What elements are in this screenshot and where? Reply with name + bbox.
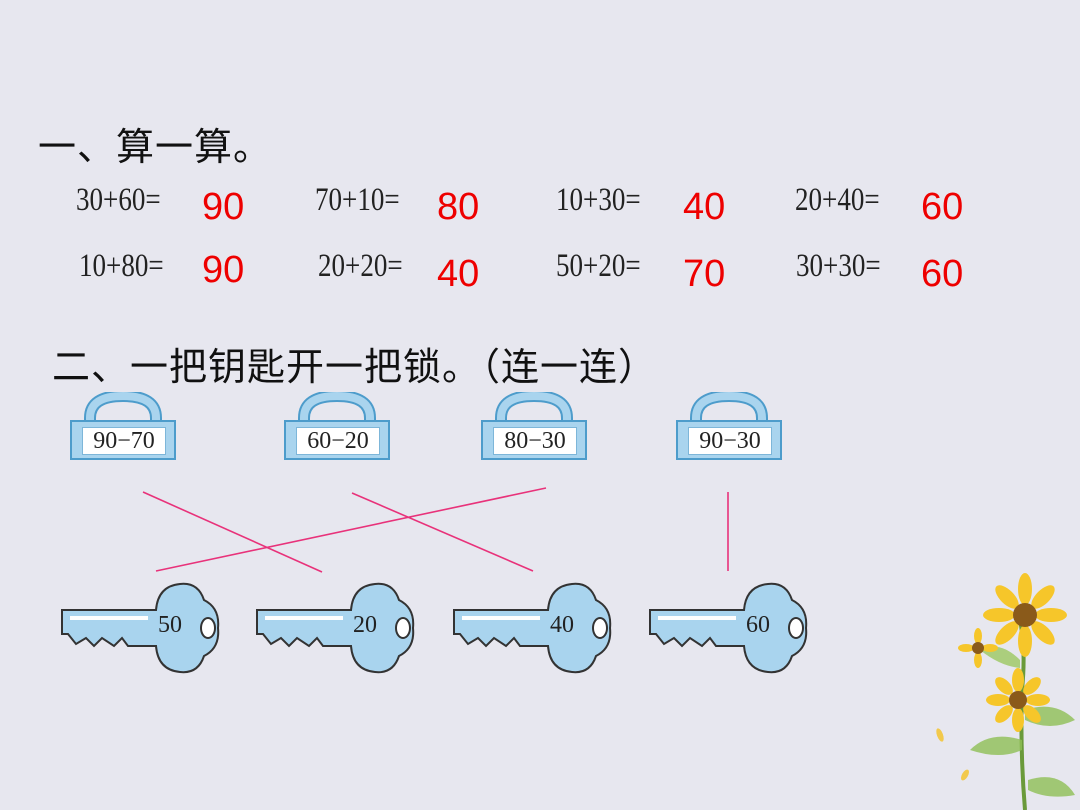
key-label: 20 — [353, 612, 377, 638]
lock-label: 60−20 — [296, 427, 380, 455]
lock-2[interactable]: 60−20 — [284, 392, 394, 472]
lock-1[interactable]: 90−70 — [70, 392, 180, 472]
key-2[interactable]: 20 — [253, 578, 423, 678]
lock-shackle-icon — [495, 392, 573, 428]
lock-shackle-icon — [298, 392, 376, 428]
key-icon — [453, 582, 612, 674]
key-label: 50 — [158, 612, 182, 638]
answer: 90 — [202, 186, 245, 228]
lock-shackle-icon — [690, 392, 768, 428]
section2-title: 二、一把钥匙开一把锁。（连一连） — [52, 345, 658, 389]
answer: 60 — [921, 186, 964, 228]
key-1[interactable]: 50 — [58, 578, 228, 678]
connection-line — [142, 491, 323, 573]
equation: 70+10= — [315, 182, 400, 218]
key-4[interactable]: 60 — [646, 578, 816, 678]
lock-label: 80−30 — [493, 427, 577, 455]
lock-body: 80−30 — [481, 420, 587, 460]
connection-line — [351, 492, 534, 572]
lock-label: 90−30 — [688, 427, 772, 455]
connection-line — [155, 487, 547, 572]
section1-title: 一、算一算。 — [38, 125, 273, 169]
equation: 10+80= — [79, 248, 164, 284]
equation: 20+40= — [795, 182, 880, 218]
lock-3[interactable]: 80−30 — [481, 392, 591, 472]
lock-shackle-icon — [84, 392, 162, 428]
key-label: 60 — [746, 612, 770, 638]
answer: 90 — [202, 249, 245, 291]
equation: 20+20= — [318, 248, 403, 284]
answer: 80 — [437, 186, 480, 228]
equation: 30+30= — [796, 248, 881, 284]
equation: 10+30= — [556, 182, 641, 218]
lock-body: 90−30 — [676, 420, 782, 460]
lock-label: 90−70 — [82, 427, 166, 455]
key-icon — [61, 582, 220, 674]
answer: 40 — [437, 253, 480, 295]
equation: 50+20= — [556, 248, 641, 284]
answer: 60 — [921, 253, 964, 295]
lock-body: 90−70 — [70, 420, 176, 460]
lock-4[interactable]: 90−30 — [676, 392, 786, 472]
key-icon — [256, 582, 415, 674]
equation: 30+60= — [76, 182, 161, 218]
sunflower-decoration-icon — [936, 573, 1075, 810]
key-label: 40 — [550, 612, 574, 638]
answer: 40 — [683, 186, 726, 228]
answer: 70 — [683, 253, 726, 295]
key-icon — [649, 582, 808, 674]
lock-body: 60−20 — [284, 420, 390, 460]
key-3[interactable]: 40 — [450, 578, 620, 678]
